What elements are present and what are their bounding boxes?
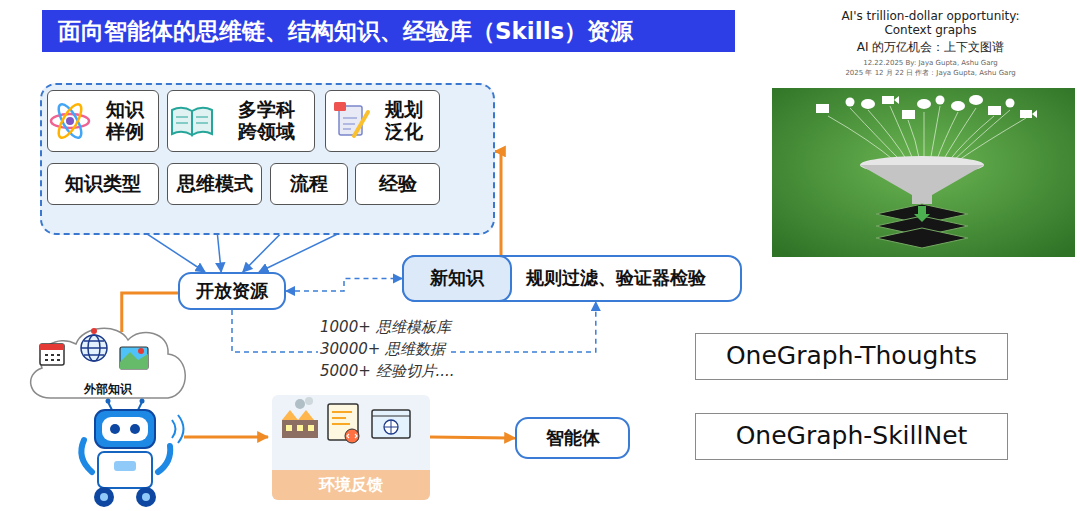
node-text: 思维模式: [177, 173, 253, 195]
article-image: [850, 108, 902, 162]
article-image: [876, 228, 968, 248]
product-box: OneGraph-SkillNet: [695, 413, 1008, 460]
node-text: OneGraph-Thoughts: [726, 342, 977, 371]
article-image: [956, 118, 1026, 162]
node-text: 多学科 跨领域: [237, 99, 298, 143]
article-image: [772, 88, 1075, 257]
article-image: [860, 165, 984, 204]
article-image: [914, 206, 930, 222]
new-knowledge-box: 新知识: [402, 255, 512, 302]
robot-icon: [94, 487, 114, 507]
icon-card: 多学科 跨领域: [167, 90, 315, 152]
article-image: [988, 106, 1001, 115]
article-image: [951, 101, 965, 111]
article-image: [948, 116, 994, 162]
robot-icon: [140, 399, 145, 404]
node-text: 知识类型: [65, 173, 141, 195]
article-image: [902, 110, 915, 119]
article-image: [930, 106, 940, 162]
article-image: [942, 108, 976, 162]
filter-box: 新知识 规则过滤、验证器检验: [402, 255, 742, 302]
dashed-arrow: [286, 279, 402, 292]
article-image: [969, 95, 983, 105]
stat-note: 5000+ 经验切片....: [318, 362, 457, 380]
stat-note: 1000+ 思维模板库: [318, 318, 453, 336]
robot-icon: [114, 461, 136, 471]
node-text: 流程: [290, 173, 328, 195]
title-banner: 面向智能体的思维链、结构知识、经验库（Skills）资源: [42, 10, 735, 52]
category-box: 流程: [270, 163, 348, 205]
cloud-shape: 外部知识: [22, 318, 194, 400]
article-image: [908, 120, 920, 162]
node-text: 环境反馈: [272, 470, 430, 500]
article-byline: 2025 年 12 月 22 日 作者：Jaya Gupta, Ashu Gar…: [823, 69, 1038, 78]
icon-card: 知识 样例: [47, 90, 159, 152]
node-text: 经验: [379, 173, 417, 195]
node-text: 外部知识: [84, 383, 132, 397]
robot-icon: [95, 410, 155, 448]
robot-icon: [81, 399, 183, 508]
robot-icon: [100, 493, 108, 501]
article-image: [890, 106, 914, 162]
article-image: [924, 112, 925, 162]
cloud-outline: [31, 328, 186, 398]
robot-icon: [102, 417, 148, 441]
category-box: 经验: [355, 163, 440, 205]
robot-icon: [136, 487, 156, 507]
article-image: [828, 106, 1026, 162]
flow-arrow: [430, 437, 515, 438]
flow-arrow: [495, 151, 501, 255]
robot-icon: [130, 424, 140, 434]
robot-icon: [81, 440, 92, 472]
agent-box: 智能体: [515, 417, 630, 459]
resource-box: 开放资源: [178, 272, 286, 310]
product-box: OneGraph-Thoughts: [695, 333, 1008, 380]
node-text: 智能体: [546, 428, 600, 449]
node-text: 规则过滤、验证器检验: [526, 268, 706, 289]
article-byline: 12.22.2025 By: Jaya Gupta, Ashu Garg: [823, 59, 1038, 68]
node-text: 规划 泛化: [385, 99, 425, 143]
article-image: [936, 96, 945, 105]
robot-icon: [142, 493, 150, 501]
robot-icon: [98, 452, 152, 488]
node-text: OneGraph-SkillNet: [736, 422, 968, 451]
node-text: 新知识: [430, 268, 484, 289]
article-image: [868, 110, 908, 162]
feedback-arrow: [184, 437, 268, 438]
dashed-group: 知识 样例 多学科 跨领域 规划 泛化知识类型 思维模式 流程 经验: [40, 83, 495, 235]
robot-icon: [110, 424, 120, 434]
article-image: [816, 95, 1037, 119]
robot-icon: [108, 402, 142, 410]
article-image: [936, 112, 958, 162]
article-subtitle: AI 的万亿机会：上下文图谱: [823, 40, 1038, 54]
robot-icon: [158, 446, 170, 472]
node-text: 开放资源: [196, 281, 268, 302]
article-image: [1006, 99, 1015, 108]
article-image: [861, 99, 875, 109]
article-image: [917, 99, 931, 109]
article-image: [816, 104, 829, 113]
article-image: [772, 88, 1075, 257]
article-title: AI's trillion-dollar opportunity: Contex…: [823, 9, 1038, 37]
category-box: 知识类型: [47, 163, 159, 205]
article-image: [952, 110, 1010, 162]
feedback-arrow: [184, 436, 268, 439]
article-image: [1032, 110, 1037, 118]
article-image: [894, 96, 899, 104]
icon-card: 规划 泛化: [325, 90, 440, 152]
flow-arrow: [122, 293, 178, 332]
article-image: [876, 216, 968, 236]
article-image: [876, 204, 968, 224]
feedback-panel: 环境反馈: [272, 395, 430, 500]
node-text: 知识 样例: [105, 99, 145, 143]
article-image: [860, 156, 984, 174]
article-image: [1020, 110, 1032, 118]
article-image: [882, 96, 894, 104]
robot-icon: [106, 399, 111, 404]
article-image: [828, 116, 896, 162]
article-image: [846, 98, 855, 107]
stat-note: 30000+ 思维数据: [318, 340, 447, 358]
robot-icon: [172, 415, 184, 443]
category-box: 思维模式: [167, 163, 262, 205]
